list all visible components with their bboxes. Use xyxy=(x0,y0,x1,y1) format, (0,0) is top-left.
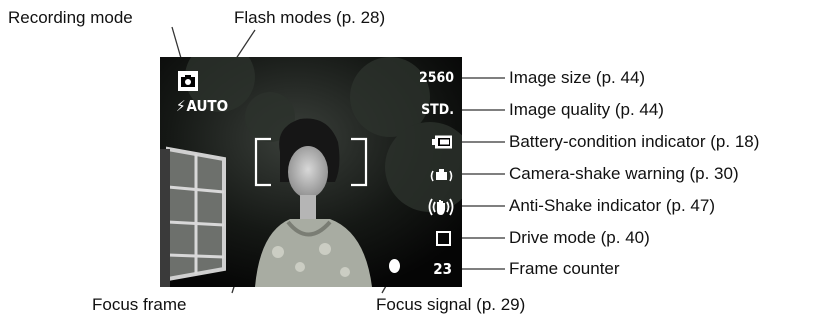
label-image-size: Image size (p. 44) xyxy=(509,68,646,87)
single-frame-square-icon xyxy=(436,231,451,246)
scene-photo xyxy=(160,57,462,287)
lightning-bolt-icon: ⚡ xyxy=(176,97,186,115)
white-dot-icon xyxy=(389,259,400,273)
person-subject xyxy=(255,118,372,287)
flash-mode-indicator: ⚡AUTO xyxy=(176,97,228,115)
image-size-value: 2560 xyxy=(418,70,454,86)
label-recording-mode: Recording mode xyxy=(8,8,133,27)
label-focus-frame: Focus frame xyxy=(92,295,187,314)
camera-icon xyxy=(178,71,198,91)
battery-full-icon xyxy=(431,134,453,155)
image-quality-value: STD. xyxy=(421,102,454,118)
label-frame-counter: Frame counter xyxy=(509,259,620,278)
frame-counter-value: 23 xyxy=(433,260,452,278)
camera-shake-warning-icon xyxy=(429,165,453,190)
focus-frame xyxy=(254,137,368,187)
hand-anti-shake-icon xyxy=(426,196,456,223)
label-anti-shake: Anti-Shake indicator (p. 47) xyxy=(509,196,715,215)
label-battery: Battery-condition indicator (p. 18) xyxy=(509,132,760,151)
camera-lcd-screen: ⚡AUTO 2560 STD. 23 xyxy=(160,57,462,287)
label-focus-signal: Focus signal (p. 29) xyxy=(376,295,526,314)
flash-mode-text: AUTO xyxy=(186,97,229,115)
label-camera-shake: Camera-shake warning (p. 30) xyxy=(509,164,739,183)
label-image-quality: Image quality (p. 44) xyxy=(509,100,664,119)
label-flash-modes: Flash modes (p. 28) xyxy=(234,8,386,27)
label-drive-mode: Drive mode (p. 40) xyxy=(509,228,650,247)
